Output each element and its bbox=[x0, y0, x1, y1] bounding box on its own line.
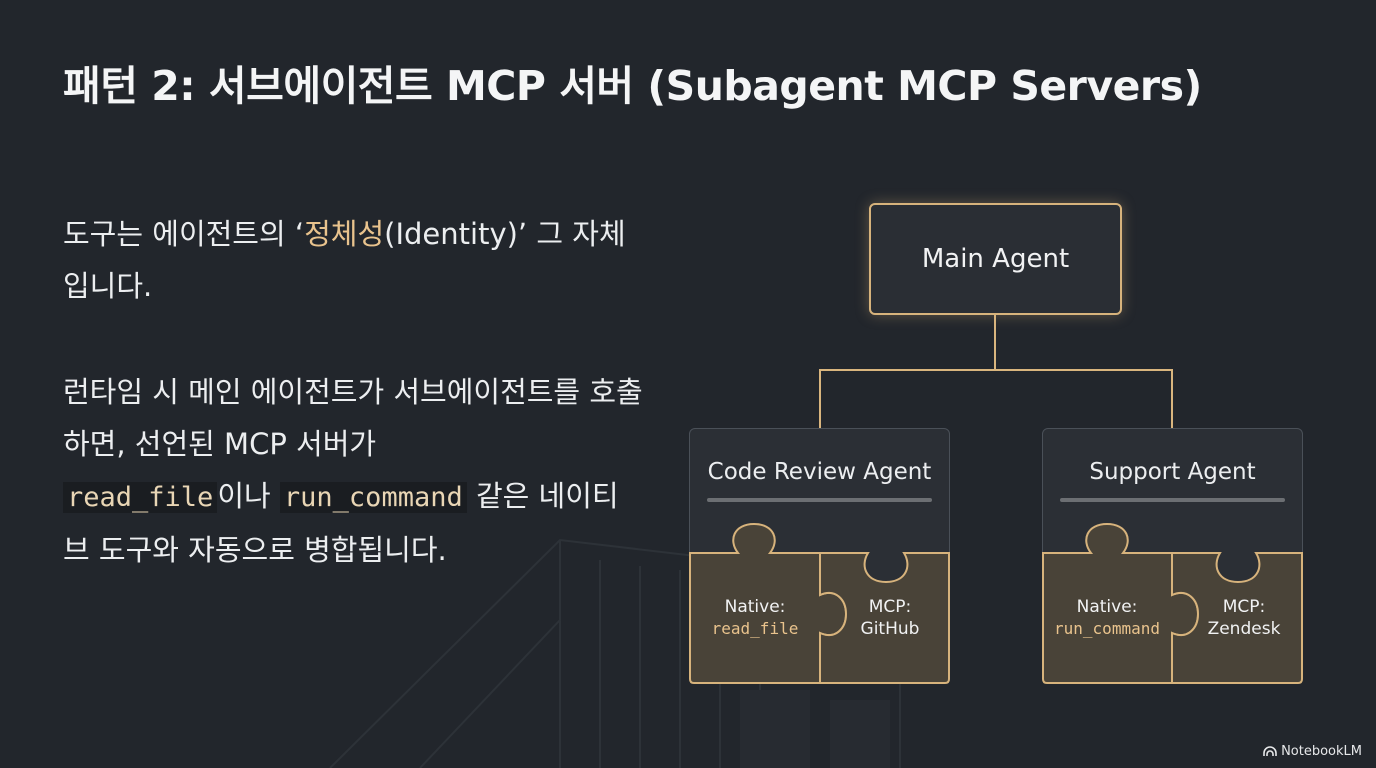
connector-horizontal bbox=[819, 369, 1173, 371]
main-agent-label: Main Agent bbox=[921, 244, 1070, 274]
mcp-caption: MCP: bbox=[868, 597, 912, 617]
mcp-caption: MCP: bbox=[1222, 597, 1266, 617]
identity-text-post: (Identity)’ 그 자체입니다. bbox=[63, 217, 626, 303]
runtime-text-line1: 런타임 시 메인 에이전트가 서브에이전트를 호출하면, 선언된 MCP 서버가 bbox=[63, 375, 643, 461]
mcp-server-label-support: MCP: Zendesk bbox=[1194, 596, 1294, 640]
native-tool-label-support: Native: run_command bbox=[1044, 596, 1170, 640]
subagent-support: Support Agent bbox=[1042, 428, 1303, 684]
runtime-text-mid: 이나 bbox=[217, 479, 271, 513]
mcp-server-name: Zendesk bbox=[1207, 619, 1281, 639]
subagent-title: Code Review Agent bbox=[707, 459, 932, 485]
mcp-server-name: GitHub bbox=[860, 619, 920, 639]
native-tool-name: read_file bbox=[711, 619, 799, 638]
runtime-text-post: 같은 네이티브 도구와 자동으로 병합됩니다. bbox=[63, 479, 619, 567]
brand-label: NotebookLM bbox=[1281, 744, 1362, 759]
identity-text-pre: 도구는 에이전트의 ‘ bbox=[63, 217, 305, 251]
identity-highlight: 정체성 bbox=[304, 217, 385, 251]
code-read-file: read_file bbox=[63, 482, 218, 513]
subagent-title-underline bbox=[1060, 498, 1285, 502]
connector-main-down bbox=[994, 315, 996, 370]
connector-left-down bbox=[819, 369, 821, 429]
subagent-title: Support Agent bbox=[1089, 459, 1256, 485]
native-caption: Native: bbox=[1076, 597, 1138, 617]
slide-title: 패턴 2: 서브에이전트 MCP 서버 (Subagent MCP Server… bbox=[63, 62, 1202, 110]
identity-paragraph: 도구는 에이전트의 ‘정체성(Identity)’ 그 자체입니다. bbox=[63, 208, 643, 312]
subagent-code-review: Code Review Agent bbox=[689, 428, 950, 684]
native-caption: Native: bbox=[724, 597, 786, 617]
native-tool-name: run_command bbox=[1054, 619, 1160, 638]
subagent-title-underline bbox=[707, 498, 932, 502]
mcp-server-label-code-review: MCP: GitHub bbox=[840, 596, 940, 640]
native-tool-label-code-review: Native: read_file bbox=[695, 596, 815, 640]
runtime-paragraph: 런타임 시 메인 에이전트가 서브에이전트를 호출하면, 선언된 MCP 서버가… bbox=[63, 366, 643, 576]
notebooklm-logo-icon bbox=[1263, 746, 1277, 756]
connector-right-down bbox=[1171, 369, 1173, 429]
code-run-command: run_command bbox=[279, 482, 467, 513]
notebooklm-brand: NotebookLM bbox=[1263, 744, 1362, 759]
main-agent-box: Main Agent bbox=[869, 203, 1122, 315]
